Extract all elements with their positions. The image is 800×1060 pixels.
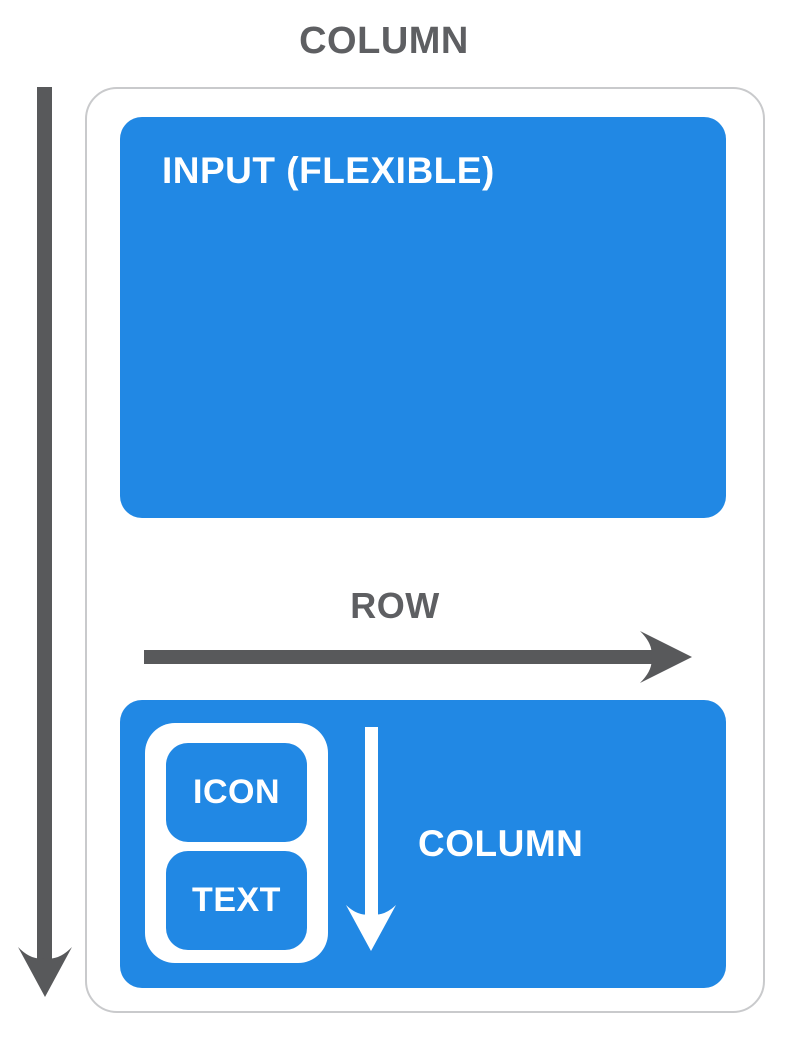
row-axis-arrow-right-icon: [144, 631, 692, 683]
column-axis-arrow-down-icon: [18, 87, 72, 997]
text-box: TEXT: [166, 851, 307, 950]
icon-box: ICON: [166, 743, 307, 842]
input-flexible-box: INPUT (FLEXIBLE): [120, 117, 726, 518]
inner-column-axis-arrow-down-icon: [346, 727, 396, 951]
screen-container: INPUT (FLEXIBLE) ROW ICON TEXT COLUMN: [85, 87, 765, 1013]
inner-column-axis-label: COLUMN: [418, 823, 584, 864]
outer-column-axis-label: COLUMN: [299, 20, 469, 62]
icon-text-group: ICON TEXT: [145, 723, 328, 963]
row-content-box: ICON TEXT COLUMN: [120, 700, 726, 988]
input-flexible-label: INPUT (FLEXIBLE): [162, 150, 495, 191]
row-axis-label: ROW: [350, 585, 440, 626]
